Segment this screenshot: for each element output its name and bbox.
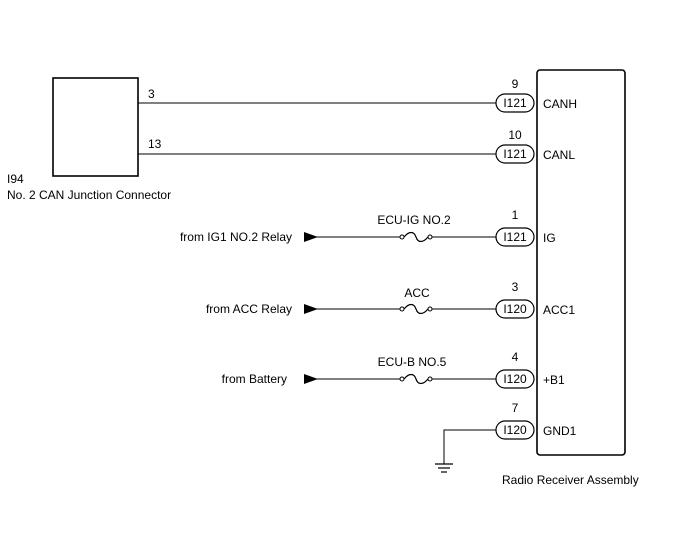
circuit-acc1: I120 3 ACC1 [495, 280, 575, 319]
battery-source-label: from Battery [222, 372, 287, 386]
connector-pill [495, 144, 535, 164]
connector-pill [495, 227, 535, 247]
terminal-label: IG [543, 231, 556, 245]
connector-code: I120 [503, 372, 527, 386]
pin-number: 10 [508, 128, 522, 142]
radio-receiver-label: Radio Receiver Assembly [502, 473, 639, 487]
circuit-canl: I121 10 CANL [495, 128, 575, 164]
radio-receiver-box [536, 69, 626, 456]
junction-connector-name: No. 2 CAN Junction Connector [7, 188, 171, 202]
junction-connector-id: I94 [7, 172, 24, 186]
connector-pill [495, 93, 535, 113]
battery-source-arrow-icon [304, 374, 318, 384]
ground-icon [435, 463, 453, 473]
acc-source-label: from ACC Relay [206, 302, 292, 316]
connector-pill [495, 299, 535, 319]
acc-fuse-icon [399, 303, 433, 315]
circuit-ig: I121 1 IG [495, 208, 556, 247]
terminal-label: CANL [543, 148, 575, 162]
connector-code: I120 [503, 302, 527, 316]
terminal-label: ACC1 [543, 303, 575, 317]
connector-code: I121 [503, 96, 527, 110]
terminal-label: CANH [543, 97, 577, 111]
junction-pin-canh: 3 [148, 87, 155, 101]
acc-source-arrow-icon [304, 304, 318, 314]
circuit-gnd1: I120 7 GND1 [495, 401, 577, 440]
circuit-canh: I121 9 CANH [495, 77, 577, 113]
ig-source-arrow-icon [304, 232, 318, 242]
pin-number: 3 [512, 280, 519, 294]
ig-fuse-label: ECU-IG NO.2 [377, 213, 451, 227]
pin-number: 4 [512, 350, 519, 364]
battery-fuse-icon [399, 373, 433, 385]
can-junction-connector-box [52, 77, 139, 177]
pin-number: 1 [512, 208, 519, 222]
ground-wire [443, 429, 496, 464]
circuit-b1: I120 4 +B1 [495, 350, 565, 389]
pin-number: 7 [512, 401, 519, 415]
ig-source-label: from IG1 NO.2 Relay [180, 230, 292, 244]
connector-code: I121 [503, 230, 527, 244]
connector-code: I121 [503, 147, 527, 161]
ig-fuse-icon [399, 231, 433, 243]
pin-number: 9 [512, 77, 519, 91]
terminal-label: +B1 [543, 373, 565, 387]
battery-fuse-label: ECU-B NO.5 [378, 355, 447, 369]
acc-fuse-label: ACC [404, 286, 430, 300]
connector-pill [495, 369, 535, 389]
junction-pin-canl: 13 [148, 137, 162, 151]
connector-pill [495, 420, 535, 440]
connector-code: I120 [503, 423, 527, 437]
terminal-label: GND1 [543, 424, 577, 438]
